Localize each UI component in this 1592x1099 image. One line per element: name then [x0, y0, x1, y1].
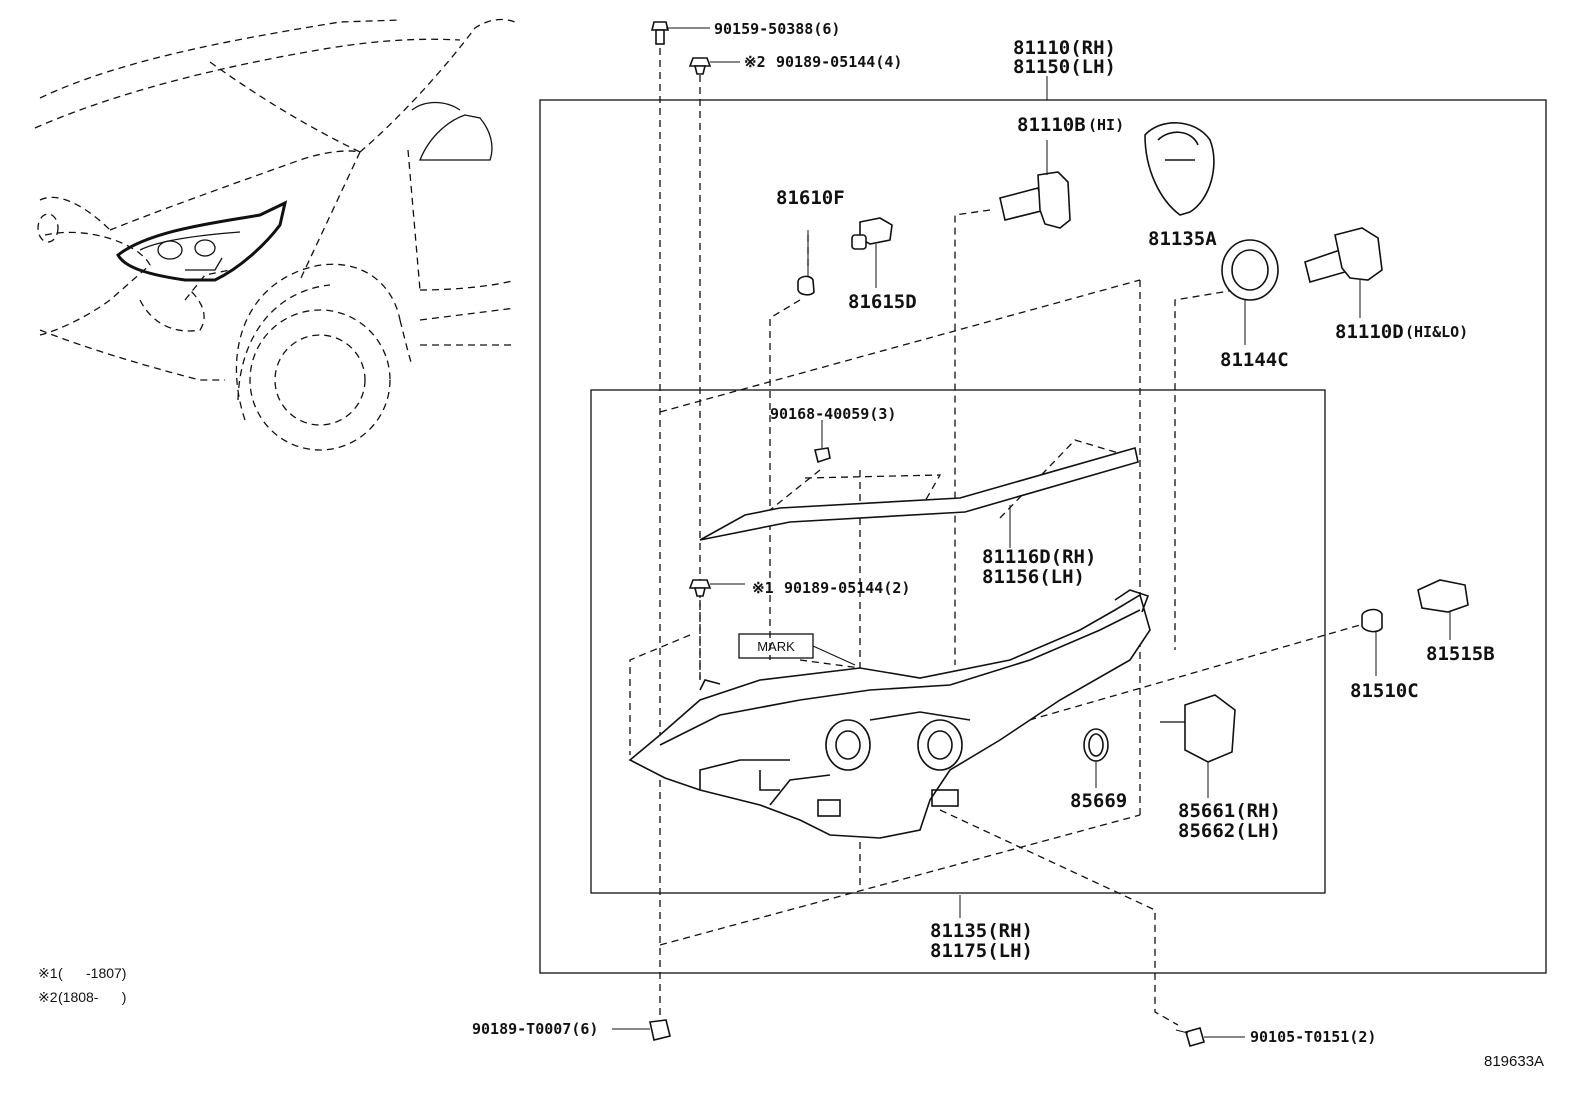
label-bulb-81510c: 81510C — [1350, 680, 1419, 702]
vehicle-location-sketch — [34, 18, 516, 451]
label-housing-rh: 81135(RH) — [930, 920, 1033, 942]
gasket-85669-icon — [1083, 728, 1109, 788]
cap-81135a-icon — [1144, 122, 1215, 216]
garnish-81116d-icon — [699, 446, 1139, 548]
bulb-81110b-icon — [999, 140, 1071, 229]
label-clip-lower: 90189-05144(2) — [784, 579, 910, 597]
note-2-mark: ※2 — [38, 989, 58, 1005]
clip-upper-icon — [688, 57, 740, 75]
bulb-81110d-icon — [1304, 227, 1383, 318]
lens-housing-frame — [590, 389, 1326, 894]
screw-90105-icon — [1175, 1027, 1245, 1047]
label-cap-81135a: 81135A — [1148, 228, 1217, 250]
note-2-text: (1808- ) — [58, 989, 126, 1005]
screw-90168-icon — [814, 420, 831, 464]
note-1-mark: ※1 — [38, 965, 58, 981]
label-socket-81610f: 81610F — [776, 187, 845, 209]
bulb-81510c-icon — [1361, 608, 1383, 676]
label-socket-81515b: 81515B — [1426, 643, 1495, 665]
mark-label: MARK — [738, 633, 856, 666]
mark-text: MARK — [757, 639, 795, 654]
guide-lines — [629, 48, 1361, 1026]
label-clip-upper-note: ※2 — [744, 53, 766, 71]
label-cover-81144c: 81144C — [1220, 349, 1289, 371]
headlamp-housing-icon — [628, 589, 1151, 839]
label-bolt-90159: 90159-50388(6) — [714, 20, 840, 38]
label-garnish-rh: 81116D(RH) — [982, 546, 1096, 568]
label-screw-90168: 90168-40059(3) — [770, 405, 896, 423]
actuator-85661-icon — [1160, 694, 1236, 798]
label-garnish-lh: 81156(LH) — [982, 566, 1085, 588]
socket-81615d-icon — [851, 217, 893, 288]
assembly-frame — [539, 99, 1547, 974]
reference-number: 819633A — [1484, 1053, 1544, 1070]
socket-81515b-icon — [1417, 579, 1469, 640]
label-clip-upper: 90189-05144(4) — [776, 53, 902, 71]
label-bulb-81110d-suffix: (HI&LO) — [1405, 323, 1468, 341]
label-bulb-81110b-suffix: (HI) — [1088, 116, 1124, 134]
note-1-text: ( -1807) — [58, 965, 126, 981]
label-actuator-lh: 85662(LH) — [1178, 820, 1281, 842]
label-actuator-rh: 85661(RH) — [1178, 800, 1281, 822]
label-nut-90189: 90189-T0007(6) — [472, 1020, 598, 1038]
label-bulb-81110b: 81110B — [1017, 114, 1086, 136]
bulb-81610f-icon — [797, 230, 815, 296]
clip-lower-icon — [688, 579, 745, 597]
bolt-90159-icon — [650, 21, 710, 45]
label-clip-lower-note: ※1 — [752, 579, 774, 597]
label-screw-90105: 90105-T0151(2) — [1250, 1028, 1376, 1046]
label-housing-lh: 81175(LH) — [930, 940, 1033, 962]
label-bulb-81615d: 81615D — [848, 291, 917, 313]
label-lamp-lh: 81150(LH) — [1013, 56, 1116, 78]
label-gasket-85669: 85669 — [1070, 790, 1127, 812]
label-bulb-81110d: 81110D — [1335, 321, 1404, 343]
cover-81144c-icon — [1221, 239, 1279, 345]
label-lamp-rh: 81110(RH) — [1013, 37, 1116, 59]
nut-90189-icon — [612, 1019, 671, 1041]
